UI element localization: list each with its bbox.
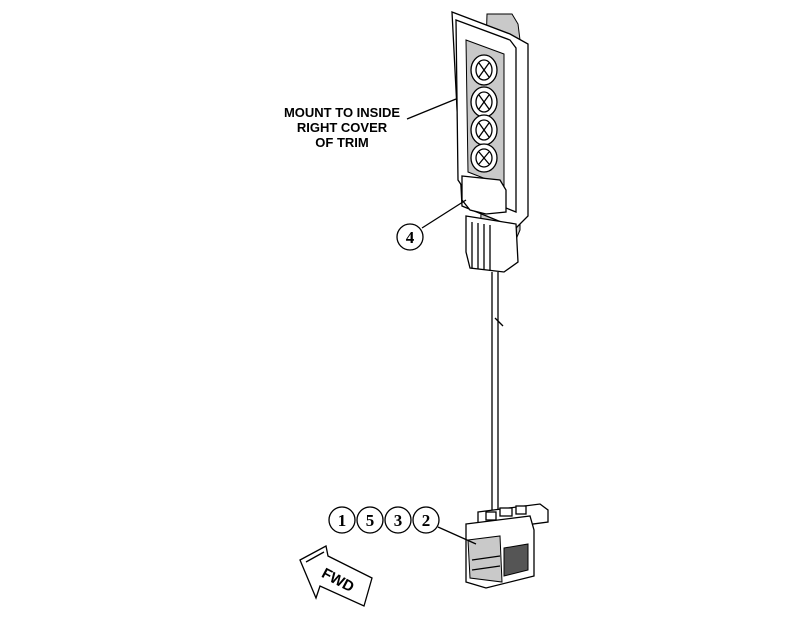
- item-label-1: 1: [338, 511, 347, 530]
- forward-direction-arrow: FWD: [299, 545, 373, 607]
- item-bubble-5: [356, 506, 384, 534]
- item-4-bubble: [396, 223, 424, 251]
- outlet-4: [470, 143, 498, 173]
- note-line-2: RIGHT COVER: [297, 120, 388, 135]
- connector-callouts: 1 5 3 2: [328, 506, 477, 545]
- harness-cable: [491, 272, 504, 514]
- item-bubble-2: [412, 506, 440, 534]
- note-line-1: MOUNT TO INSIDE: [284, 105, 400, 120]
- item-label-5: 5: [366, 511, 375, 530]
- item-bubble-3: [384, 506, 412, 534]
- outlet-panel-assembly: [451, 11, 529, 273]
- outlet-2: [470, 86, 498, 118]
- outlet-1: [470, 54, 498, 86]
- note-line-3: OF TRIM: [315, 135, 368, 150]
- item-4-callout: 4: [396, 199, 467, 251]
- harness-connector: [465, 503, 549, 589]
- item-label-3: 3: [394, 511, 403, 530]
- connector-leader-line: [437, 526, 477, 545]
- boot-ribs: [471, 222, 491, 271]
- item-4-leader-line: [421, 199, 467, 229]
- item-4-label: 4: [406, 228, 415, 247]
- item-bubble-1: [328, 506, 356, 534]
- outlet-3: [470, 114, 498, 146]
- mounting-note: MOUNT TO INSIDE RIGHT COVER OF TRIM: [284, 98, 457, 150]
- item-label-2: 2: [422, 511, 431, 530]
- note-leader-line: [406, 98, 457, 120]
